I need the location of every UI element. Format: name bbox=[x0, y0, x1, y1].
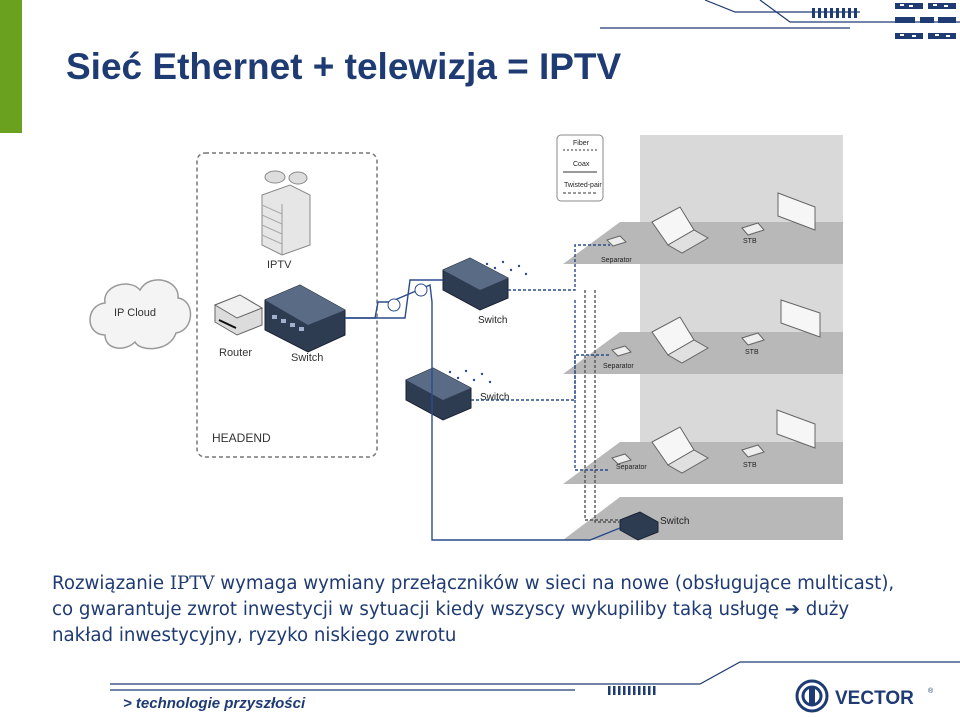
right-arrow-icon: ➔ bbox=[784, 599, 801, 620]
signal-dots bbox=[448, 260, 528, 384]
switch-2-label: Switch bbox=[480, 392, 509, 403]
switch-1-icon bbox=[442, 257, 509, 311]
floor-1-separator-label: Separator bbox=[601, 257, 632, 264]
footer-tagline: > technologie przyszłości bbox=[123, 695, 306, 712]
body-paragraph: Rozwiązanie IPTV wymaga wymiany przełącz… bbox=[52, 571, 912, 649]
ip-cloud-label: IP Cloud bbox=[114, 307, 156, 319]
floor-2-separator-label: Separator bbox=[603, 363, 634, 370]
decorative-header-lines bbox=[600, 0, 960, 39]
switch-1-label: Switch bbox=[478, 315, 507, 326]
router-label: Router bbox=[219, 347, 252, 359]
building-background bbox=[563, 135, 843, 540]
body-text-part2: wymaga wymiany przełączników w sieci na … bbox=[52, 573, 900, 620]
accent-bar bbox=[0, 0, 22, 133]
floor-2-stb-label: STB bbox=[745, 349, 759, 356]
cable-legend bbox=[556, 134, 604, 202]
ip-cloud-icon bbox=[89, 279, 192, 350]
switch-2-icon bbox=[405, 367, 472, 421]
iptv-network-diagram: HEADEND IP Cloud IPTV Router Switch Swit… bbox=[89, 134, 843, 541]
main-switch-label: Switch bbox=[291, 352, 323, 364]
legend-coax: Coax bbox=[573, 161, 590, 168]
logo-text: VECTOR bbox=[835, 688, 914, 709]
floor-1-devices bbox=[606, 192, 816, 254]
floor-3-stb-label: STB bbox=[743, 462, 757, 469]
decorative-footer-lines bbox=[110, 661, 960, 695]
router-icon bbox=[213, 294, 264, 336]
body-text-part3: duży nakład inwestycyjny, ryzyko niskieg… bbox=[52, 599, 855, 646]
legend-fiber: Fiber bbox=[573, 140, 590, 147]
floor-3-devices bbox=[611, 409, 816, 474]
body-text-acronym: IPTV bbox=[169, 573, 215, 594]
network-cables bbox=[345, 244, 621, 541]
body-text-part1: Rozwiązanie bbox=[52, 573, 170, 594]
main-switch-icon bbox=[264, 284, 346, 353]
floor-1-stb-label: STB bbox=[743, 238, 757, 245]
vector-logo: VECTOR ® bbox=[795, 679, 934, 713]
iptv-server-label: IPTV bbox=[267, 259, 292, 271]
headend-label: HEADEND bbox=[212, 431, 271, 445]
page-title: Sieć Ethernet + telewizja = IPTV bbox=[66, 46, 622, 87]
switch-3-icon bbox=[619, 511, 659, 541]
floor-2-devices bbox=[611, 299, 821, 364]
legend-twisted-pair: Twisted-pair bbox=[564, 182, 602, 189]
vector-logo-mark-icon bbox=[795, 679, 829, 713]
logo-registered-mark: ® bbox=[928, 687, 934, 695]
server-icon bbox=[261, 170, 311, 256]
floor-3-separator-label: Separator bbox=[616, 464, 647, 471]
switch-3-label: Switch bbox=[660, 516, 689, 527]
